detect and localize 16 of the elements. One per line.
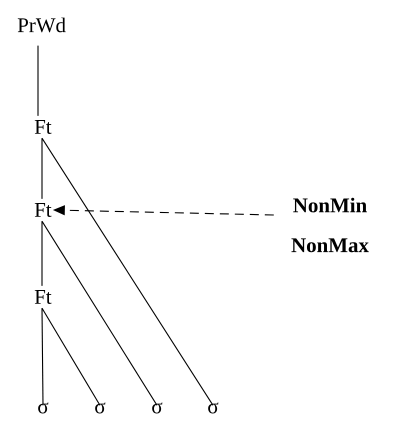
tree-branch	[37, 46, 39, 116]
syllable-symbol: σ	[208, 402, 218, 414]
category-label: Ft	[34, 203, 52, 217]
tree-branch	[41, 138, 43, 199]
category-label: Ft	[34, 290, 52, 304]
syllable-symbol: σ	[95, 402, 106, 414]
syllable-symbol: σ	[38, 402, 48, 414]
constraint-label: NonMin NonMax	[291, 198, 369, 252]
syllable-symbol: σ	[152, 402, 162, 414]
tree-branch	[42, 138, 214, 406]
tree-branch	[41, 308, 44, 406]
tree-branch	[42, 220, 158, 406]
category-label: Ft	[34, 120, 52, 134]
category-label: PrWd	[18, 18, 66, 32]
tree-branch	[41, 221, 43, 286]
tree-branch	[42, 308, 100, 406]
